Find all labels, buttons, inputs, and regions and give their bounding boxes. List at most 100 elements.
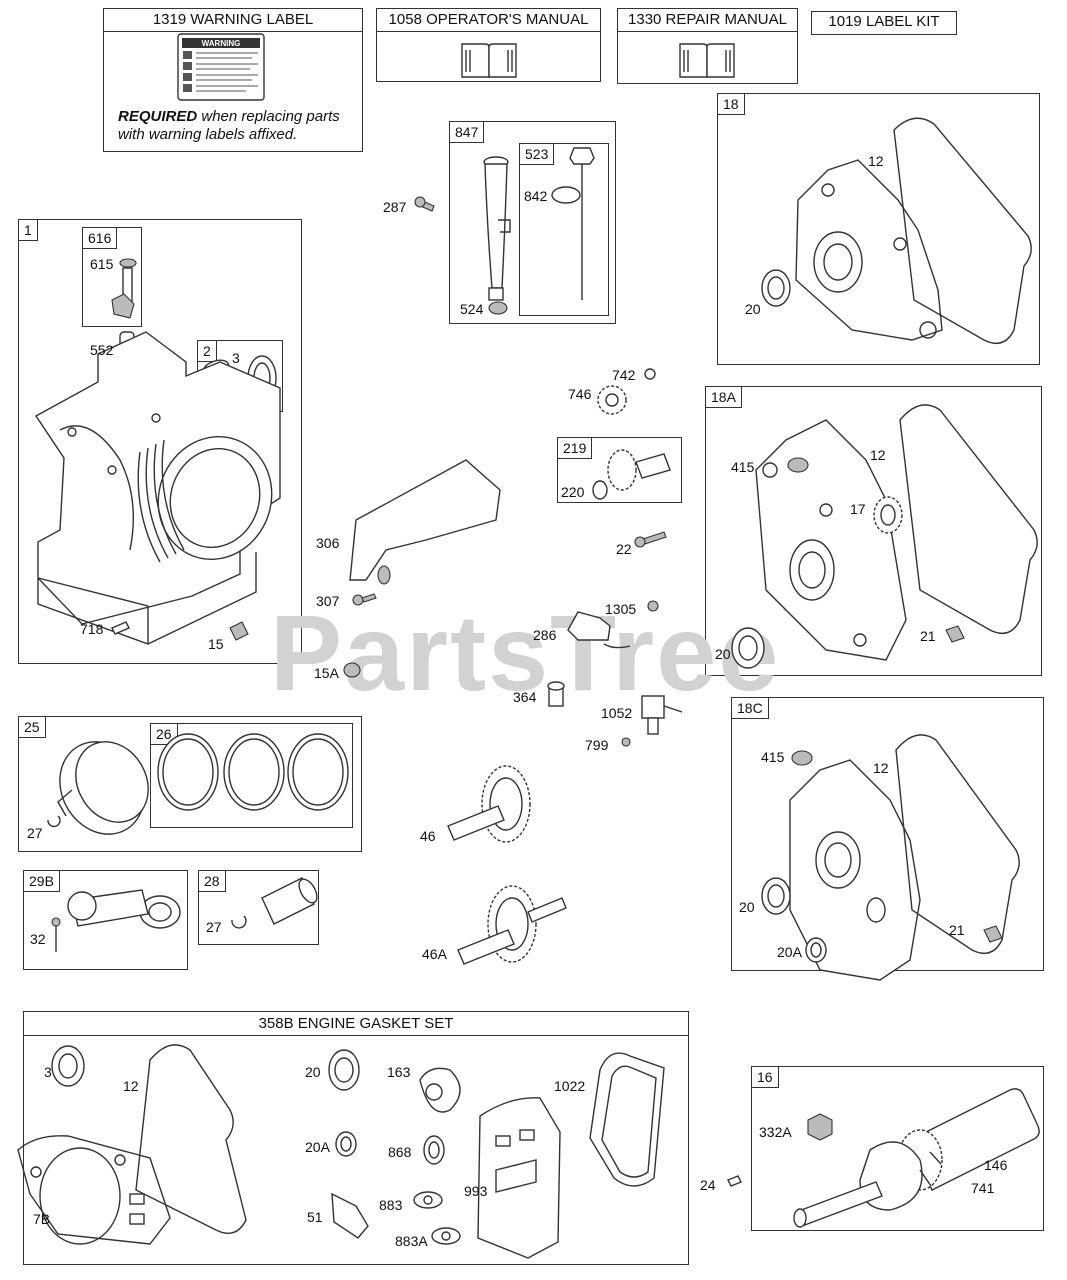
callout-gasket-3: 3 — [44, 1064, 52, 1080]
callout-12-18a: 12 — [870, 447, 886, 463]
group-tag-847: 847 — [449, 121, 485, 143]
nut-332a-icon — [807, 1113, 833, 1141]
plug-15a-icon — [343, 662, 361, 678]
washer-220-icon — [592, 480, 608, 500]
callout-1305: 1305 — [605, 601, 637, 617]
crankcase-cover-18a-icon — [755, 419, 907, 661]
callout-146: 146 — [984, 1157, 1008, 1173]
dowel-718-icon — [111, 621, 130, 635]
clip-27-icon — [47, 815, 61, 828]
callout-gasket-20a: 20A — [305, 1139, 330, 1155]
callout-gasket-12: 12 — [123, 1078, 139, 1094]
warning-label-title: 1319 WARNING LABEL — [152, 11, 314, 28]
callout-20-18c: 20 — [739, 899, 755, 915]
sensor-364-icon — [547, 681, 565, 707]
module-286-icon — [567, 611, 631, 649]
callout-524: 524 — [460, 301, 484, 317]
callout-46: 46 — [420, 828, 436, 844]
callout-24: 24 — [700, 1177, 716, 1193]
gasket-12-18a-icon — [899, 404, 1038, 634]
group-box-616: 616 — [82, 227, 142, 327]
dipstick-523-icon — [569, 147, 595, 300]
camshaft-46-icon — [447, 765, 531, 843]
fitting-21-icon — [945, 625, 965, 643]
callout-27-25: 27 — [27, 825, 43, 841]
piston-25-icon — [57, 741, 149, 835]
screw-799-icon — [621, 737, 631, 747]
bolt-22-icon — [634, 531, 667, 548]
bearing-17-icon — [873, 496, 903, 534]
warning-label-box — [103, 8, 363, 152]
cap-415-icon — [787, 457, 809, 473]
group-tag-219: 219 — [557, 437, 593, 459]
seal-20-18c-icon — [761, 877, 791, 915]
callout-gasket-51: 51 — [307, 1209, 323, 1225]
group-tag-26: 26 — [150, 723, 178, 745]
gasket-12-18c-icon — [895, 734, 1020, 954]
operators-manual-title: 1058 OPERATOR'S MANUAL — [388, 11, 589, 28]
callout-1052: 1052 — [601, 705, 633, 721]
label-kit-title: 1019 LABEL KIT — [828, 13, 940, 30]
group-tag-25: 25 — [18, 716, 46, 738]
callout-364: 364 — [513, 689, 537, 705]
key-24-icon — [727, 1175, 742, 1187]
repair-manual-box — [617, 8, 798, 84]
callout-21-18c: 21 — [949, 922, 965, 938]
gasket-883-icon — [413, 1191, 443, 1209]
warning-sticker-title: WARNING — [202, 39, 241, 48]
group-tag-18: 18 — [717, 93, 745, 115]
group-box-847: 847 — [449, 121, 616, 324]
crankshaft-16-icon — [793, 1088, 1040, 1228]
callout-3: 3 — [232, 350, 240, 366]
warning-sticker-icon: WARNING — [177, 33, 265, 101]
blower-housing-306-icon — [349, 459, 501, 585]
callout-32: 32 — [30, 931, 46, 947]
callout-20-18: 20 — [745, 301, 761, 317]
camshaft-46a-icon — [457, 885, 567, 965]
group-tag-18c: 18C — [731, 697, 769, 719]
group-tag-16: 16 — [751, 1066, 779, 1088]
callout-21-18a: 21 — [920, 628, 936, 644]
group-tag-1: 1 — [18, 219, 38, 241]
gasket-set-seal-20a-icon — [335, 1131, 357, 1157]
callout-20a-18c: 20A — [777, 944, 802, 960]
callout-27-28: 27 — [206, 919, 222, 935]
group-box-29b: 29B — [23, 870, 188, 970]
group-box-1: 1 — [18, 219, 302, 664]
gasket-set-seal-3-icon — [51, 1045, 85, 1087]
required-text-2: with warning labels affixed. — [118, 126, 298, 143]
pin-28-icon — [261, 877, 318, 925]
group-box-26: 26 — [150, 723, 353, 828]
bolt-32-icon — [51, 917, 61, 952]
plug-15-icon — [229, 621, 249, 641]
group-tag-29b: 29B — [23, 870, 60, 892]
valve-615-icon — [111, 258, 137, 319]
callout-gasket-868: 868 — [388, 1144, 412, 1160]
callout-17: 17 — [850, 501, 866, 517]
group-box-219: 219 — [557, 437, 682, 503]
callout-gasket-163: 163 — [387, 1064, 411, 1080]
gasket-set-title: 358B ENGINE GASKET SET — [258, 1015, 454, 1032]
group-box-16: 16 — [751, 1066, 1044, 1231]
gasket-set-12-icon — [135, 1044, 247, 1234]
gasket-1022-icon — [589, 1052, 665, 1187]
callout-307: 307 — [316, 593, 340, 609]
callout-15: 15 — [208, 636, 224, 652]
operators-manual-book-icon — [461, 43, 517, 78]
label-kit-box — [811, 11, 957, 35]
gasket-868-icon — [423, 1135, 445, 1165]
callout-gasket-993: 993 — [464, 1183, 488, 1199]
gasket-12-icon — [893, 117, 1032, 344]
seal-20a-18c-icon — [805, 937, 827, 963]
callout-220: 220 — [561, 484, 585, 500]
connecting-rod-29b-icon — [67, 889, 181, 929]
crankcase-cover-18-icon — [795, 159, 943, 341]
callout-gasket-883a: 883A — [395, 1233, 428, 1249]
bolt-1305-icon — [647, 600, 659, 612]
o-ring-842-icon — [551, 186, 581, 204]
callout-799: 799 — [585, 737, 609, 753]
callout-615: 615 — [90, 256, 114, 272]
group-box-gasket-set — [23, 1011, 689, 1265]
solenoid-1052-icon — [641, 695, 683, 735]
callout-746: 746 — [568, 386, 592, 402]
